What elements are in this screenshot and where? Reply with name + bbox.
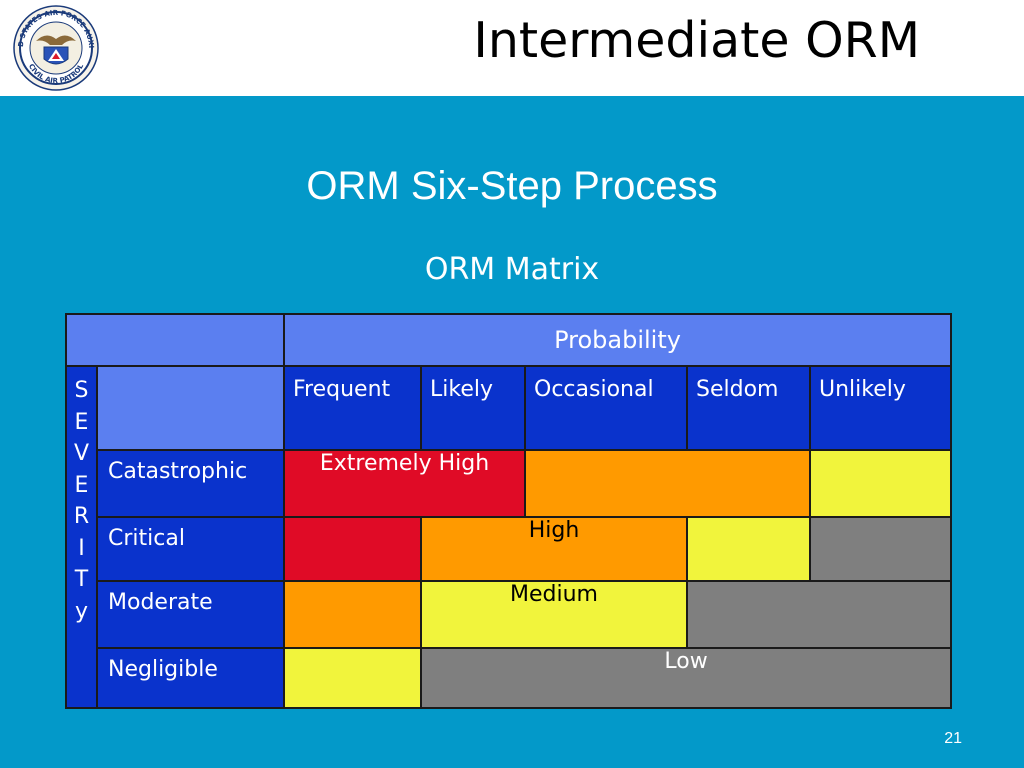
slide-title: Intermediate ORM xyxy=(473,12,920,69)
slide-subtitle: ORM Six-Step Process xyxy=(306,164,718,208)
risk-cell xyxy=(808,449,953,518)
severity-letter: T xyxy=(74,567,89,592)
civil-air-patrol-seal-icon: UNITED STATES AIR FORCE AUXILIARY CIVIL … xyxy=(6,3,99,91)
table-corner-cell xyxy=(65,313,285,367)
severity-letter: V xyxy=(73,441,90,466)
row-header-negligible: Negligible xyxy=(96,647,285,709)
row-header-moderate: Moderate xyxy=(96,580,285,649)
severity-letter: S xyxy=(74,378,89,403)
risk-cell xyxy=(283,580,422,649)
column-header-occasional: Occasional xyxy=(524,365,688,451)
risk-cell xyxy=(808,516,953,582)
risk-cell: Low xyxy=(419,647,953,709)
risk-cell xyxy=(685,580,953,649)
risk-cell: High xyxy=(420,516,688,582)
column-header-unlikely: Unlikely xyxy=(808,365,953,451)
severity-letter: E xyxy=(74,409,89,435)
slide-header: UNITED STATES AIR FORCE AUXILIARY CIVIL … xyxy=(0,0,1024,96)
severity-letter: I xyxy=(78,535,85,561)
page-number: 21 xyxy=(944,730,962,747)
risk-cell: Medium xyxy=(420,580,688,649)
column-header-frequent: Frequent xyxy=(283,365,422,451)
severity-letter: y xyxy=(74,598,89,624)
risk-cell: Extremely High xyxy=(283,449,526,518)
column-header-seldom: Seldom xyxy=(686,365,811,451)
risk-cell xyxy=(524,449,811,518)
risk-cell xyxy=(686,516,811,582)
row-header-critical: Critical xyxy=(96,516,285,582)
severity-label: S E V E R I T y xyxy=(65,365,98,709)
risk-cell xyxy=(283,516,422,582)
risk-cell xyxy=(283,647,422,709)
orm-matrix-table: Probability S E V E R I T y Frequent Lik… xyxy=(65,313,953,709)
row-header-catastrophic: Catastrophic xyxy=(96,449,285,518)
probability-header: Probability xyxy=(282,313,953,367)
column-header-likely: Likely xyxy=(420,365,526,451)
inner-corner-cell xyxy=(96,365,285,451)
severity-letter: E xyxy=(74,472,89,498)
severity-letter: R xyxy=(73,504,90,529)
matrix-title: ORM Matrix xyxy=(424,252,600,287)
